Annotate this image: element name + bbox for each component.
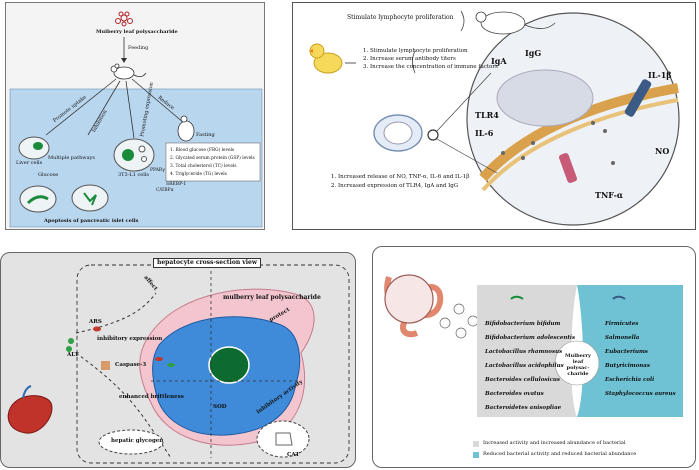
increased-bacteria-area bbox=[477, 285, 577, 417]
ars-label: ARS bbox=[89, 319, 102, 325]
mouse-icon bbox=[110, 63, 147, 80]
reduce-item: 1. Blood glucose (FBG) levels bbox=[170, 148, 235, 153]
list-item: 1. Increased release of NO, TNF-α, IL-6 … bbox=[331, 174, 470, 180]
panel-a-graphics bbox=[9, 11, 263, 228]
panel-c-hepatocyte: hepatocyte cross-section view affect mul… bbox=[0, 252, 356, 468]
glucose-label: Glucose bbox=[38, 172, 59, 178]
apoptosis-label: Apoptosis of pancreatic islet cells bbox=[44, 218, 139, 224]
panel-a-blood-glucose: Mulberry leaf polysaccharide Feeding Pro… bbox=[5, 2, 265, 230]
cytokine-dots bbox=[501, 121, 615, 165]
fasting-label: Fasting bbox=[196, 132, 215, 138]
receptor-tnf bbox=[559, 153, 577, 183]
cell-line-label: 3T3-L1 cells bbox=[118, 172, 150, 178]
bacteria-item: Bacteroides cellulosicus bbox=[485, 377, 561, 383]
fasting-mouse-icon bbox=[177, 115, 195, 142]
islet-cell-icon bbox=[71, 184, 109, 212]
mlp-label: mulberry leaf polysaccharide bbox=[223, 294, 321, 301]
panel-c-graphics bbox=[7, 264, 350, 464]
bacteria-item: Bifidobacterium adolescentis bbox=[485, 335, 576, 341]
tnfa-label: TNF-α bbox=[595, 190, 624, 200]
nucleus bbox=[496, 69, 594, 127]
no-label: NO bbox=[655, 146, 670, 156]
igg-label: IgG bbox=[525, 48, 542, 58]
reduce-item: 3. Total cholesterol (TC) levels bbox=[170, 164, 237, 169]
srebp-label: SREBP-1 bbox=[166, 182, 187, 187]
enhanced-brittleness-label: enhanced brittleness bbox=[119, 394, 184, 400]
bacteria-item: Bacteroides ovatus bbox=[485, 391, 544, 397]
multiple-pathways-label: Multiple pathways bbox=[48, 155, 95, 161]
panel-d-gut-microbiota: Mulberry leaf polysac-charide Bifidobact… bbox=[372, 246, 696, 468]
reduced-bacteria-area bbox=[577, 285, 683, 417]
adipocyte-cell-icon bbox=[113, 138, 155, 172]
branch-arrows bbox=[45, 78, 185, 139]
ppar-label: PPARγ bbox=[150, 168, 165, 173]
panel-b-immune: Stimulate lymphocyte proliferation 1. St… bbox=[292, 2, 696, 230]
bacteria-item: Lactobacillus rhamnosus bbox=[485, 349, 563, 355]
bacteria-item: Bifidobacterium bifidum bbox=[485, 321, 561, 327]
liver-cell-icon bbox=[18, 136, 50, 160]
list-item: 1. Stimulate lymphocyte proliferation bbox=[363, 48, 468, 54]
immune-list-bottom: 1. Increased release of NO, TNF-α, IL-6 … bbox=[331, 173, 469, 191]
bacteria-item: Butyricimonas bbox=[605, 363, 650, 369]
reduce-list: 1. Blood glucose (FBG) levels 2. Glycate… bbox=[170, 147, 255, 179]
cebp-label: C/EBPα bbox=[156, 188, 174, 193]
il6-label: IL-6 bbox=[475, 128, 494, 138]
inhibitory-expression-label: inhibitory expression bbox=[97, 336, 163, 342]
mouse-icon bbox=[475, 11, 556, 35]
caspase-square bbox=[101, 361, 110, 370]
magnifier-icon bbox=[427, 129, 439, 141]
receptor-il1b bbox=[624, 79, 652, 117]
liver-icon bbox=[7, 395, 53, 434]
liver-cells-label: Liver cells bbox=[16, 160, 43, 166]
bacteria-item: Salmonella bbox=[605, 335, 640, 341]
increased-bacteria-list: Bifidobacterium bifidum Bifidobacterium … bbox=[485, 317, 575, 415]
mlp-center-circle bbox=[554, 340, 600, 386]
list-item: 2. Increased expression of TLR4, IgA and… bbox=[331, 183, 459, 189]
chick-icon bbox=[309, 43, 343, 74]
caspase-label: Caspase-3 bbox=[115, 362, 147, 368]
center-label: Mulberry leaf polysac-charide bbox=[565, 353, 591, 377]
bacteria-item: Eubacteriums bbox=[605, 349, 648, 355]
legend-gray-swatch bbox=[473, 441, 479, 447]
panel-b-graphics bbox=[309, 10, 680, 226]
iga-label: IgA bbox=[491, 56, 507, 66]
hepatic-glycogen-label: hepatic glycogen bbox=[111, 438, 164, 444]
il1b-label: IL-1β bbox=[648, 70, 672, 80]
cat-icon bbox=[275, 432, 293, 446]
panel-d-graphics bbox=[384, 274, 683, 458]
feeding-label: Feeding bbox=[128, 45, 149, 51]
bacteria-item: Escherichia coli bbox=[605, 377, 655, 383]
immune-list-top: 1. Stimulate lymphocyte proliferation 2.… bbox=[363, 47, 498, 71]
bacteria-item: Staphylococcus aureus bbox=[605, 391, 676, 397]
alt-marker bbox=[68, 338, 74, 344]
reduce-item: 2. Glycated serum protein (GSP) levels bbox=[170, 156, 255, 161]
sod-label: SOD bbox=[213, 404, 227, 410]
legend-increased: Increased activity and increased abundan… bbox=[483, 440, 626, 446]
panel-a-title: Mulberry leaf polysaccharide bbox=[96, 29, 178, 35]
reduced-bacteria-list: Firmicutes Salmonella Eubacteriums Butyr… bbox=[605, 317, 676, 401]
reduce-item: 4. Triglyceride (TG) levels bbox=[170, 172, 227, 177]
list-item: 2. Increase serum antibody titers bbox=[363, 56, 456, 62]
cat-label: CAT bbox=[287, 452, 300, 458]
stimulate-label: Stimulate lymphocyte proliferation bbox=[347, 14, 454, 21]
polysaccharide-molecule-icon bbox=[115, 11, 133, 27]
ars-marker bbox=[93, 326, 101, 332]
legend-teal-swatch bbox=[473, 452, 479, 458]
glucose-cell-icon bbox=[19, 185, 57, 213]
bacteria-item: Bacteroidetes anisopliae bbox=[485, 405, 562, 411]
hepatocyte-nucleus bbox=[208, 346, 250, 384]
tlr4-label: TLR4 bbox=[475, 110, 499, 120]
alt-label: ALT bbox=[67, 352, 79, 358]
panel-c-title: hepatocyte cross-section view bbox=[153, 258, 262, 269]
legend-reduced: Reduced bacterial activity and reduced b… bbox=[483, 451, 637, 457]
bacteria-item: Firmicutes bbox=[605, 321, 639, 327]
lymphocyte-icon bbox=[373, 114, 439, 152]
intestine-zoom-icon bbox=[384, 274, 434, 324]
bacteria-item: Lactobacillus acidophilus bbox=[485, 363, 564, 369]
list-item: 3. Increase the concentration of immune … bbox=[363, 64, 498, 70]
hepatic-glycogen-oval bbox=[98, 429, 164, 455]
